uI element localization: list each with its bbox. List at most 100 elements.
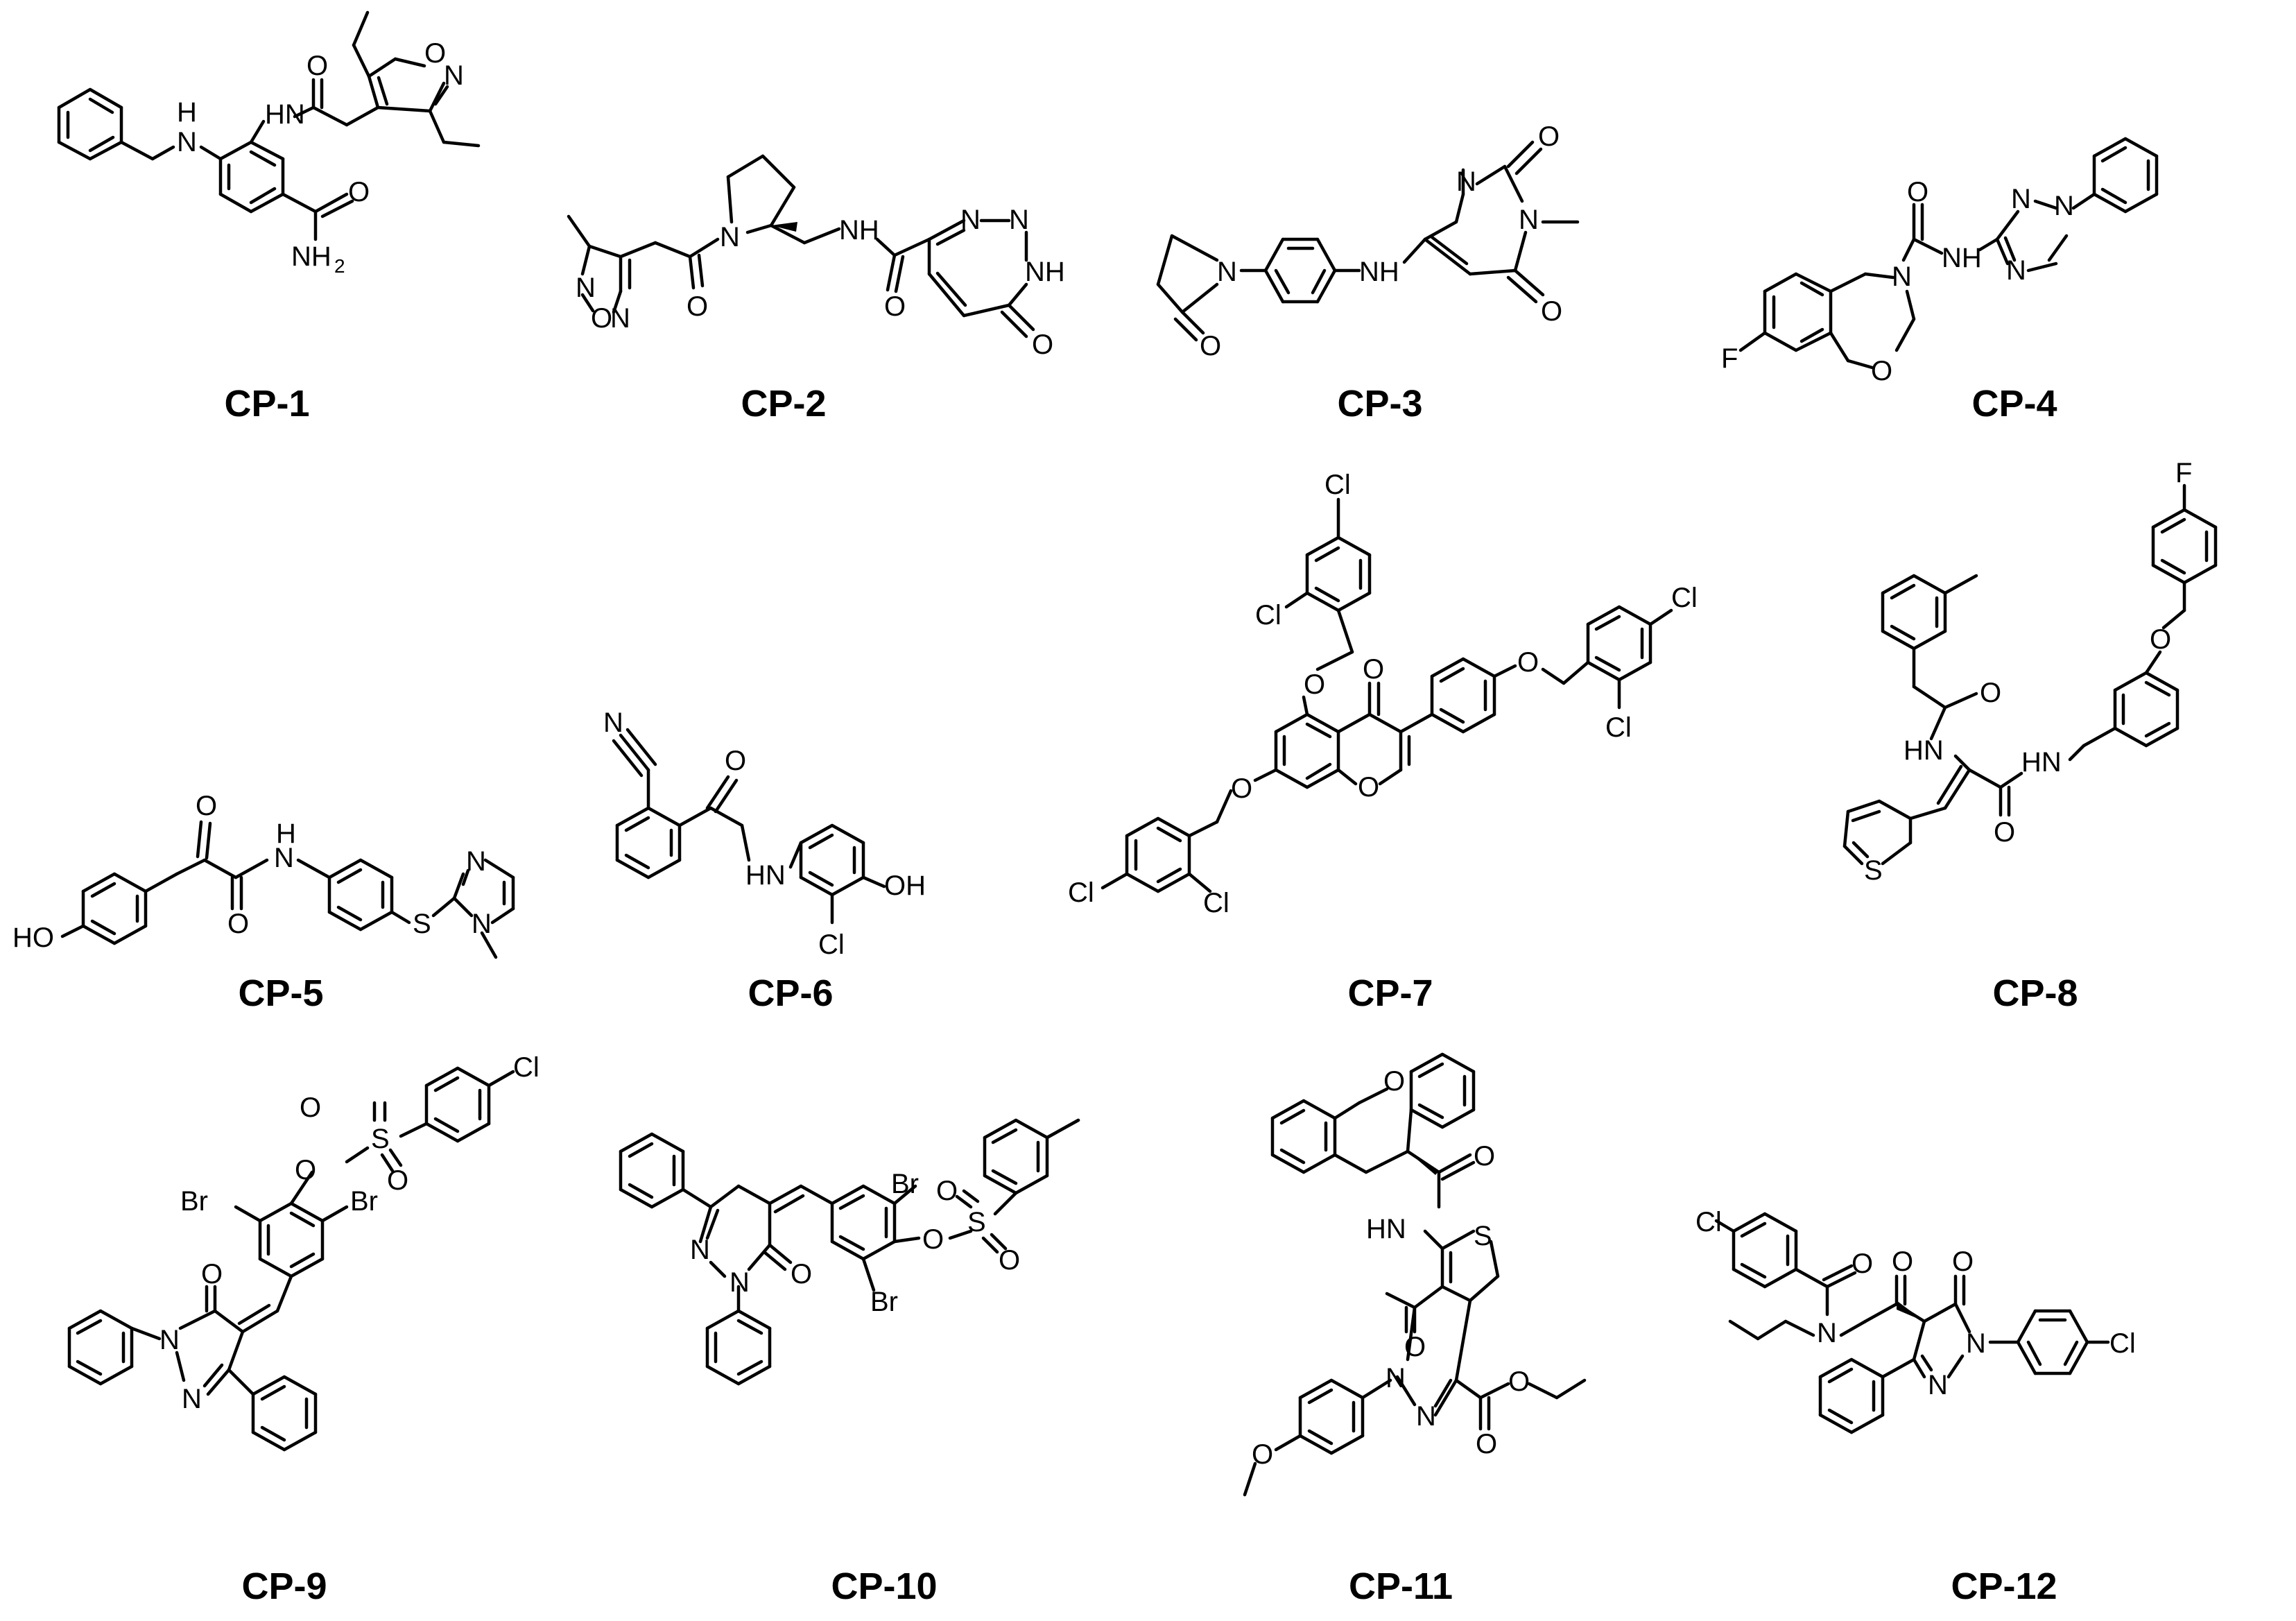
cp-11-bonds bbox=[1243, 1052, 1587, 1497]
atom-label: Cl bbox=[1671, 583, 1698, 613]
atom-label: HN bbox=[265, 99, 305, 130]
atom-label: N bbox=[159, 1325, 180, 1355]
compound-cp-5: O O H N HO S N N CP-5 bbox=[12, 791, 515, 1014]
atom-label: Br bbox=[870, 1287, 898, 1317]
atom-label: O bbox=[922, 1224, 944, 1255]
atom-label: O bbox=[1892, 1246, 1913, 1277]
atom-label: N bbox=[1817, 1318, 1837, 1348]
atom-label: HN bbox=[1904, 735, 1944, 766]
atom-label: O bbox=[227, 909, 249, 939]
atom-label: O bbox=[1252, 1439, 1273, 1470]
atom-label: O bbox=[1383, 1066, 1405, 1097]
atom-label: N bbox=[1928, 1370, 1948, 1400]
atom-label: F bbox=[2175, 458, 2192, 488]
atom-label: O bbox=[1200, 331, 1221, 361]
atom-label: N bbox=[1217, 257, 1237, 287]
cp-7-bonds bbox=[1100, 497, 1673, 893]
compound-cp-9: Cl O S O O Br Br O N N CP-9 bbox=[67, 1052, 540, 1607]
cp-2-bonds bbox=[567, 154, 1035, 338]
atom-label: N bbox=[1456, 166, 1476, 197]
atom-label: N bbox=[603, 707, 623, 738]
compound-label: CP-6 bbox=[748, 972, 833, 1014]
atom-label: O bbox=[936, 1176, 958, 1206]
atom-label: 2 bbox=[334, 255, 345, 277]
atom-label: Cl bbox=[1255, 600, 1281, 631]
atom-label: O bbox=[1871, 356, 1892, 386]
atom-label: Cl bbox=[2109, 1328, 2136, 1359]
cp-5-bonds bbox=[60, 820, 515, 959]
atom-label: O bbox=[348, 177, 370, 207]
cp-4-bonds bbox=[1738, 137, 2159, 370]
cp-4-atom-labels: O N NH N N N F O bbox=[1721, 177, 2074, 386]
atom-label: O bbox=[884, 291, 906, 322]
cp-10-bonds bbox=[619, 1118, 1080, 1386]
compound-label: CP-8 bbox=[1992, 972, 2078, 1014]
atom-label: N bbox=[690, 1235, 710, 1265]
atom-label: O bbox=[1508, 1366, 1530, 1397]
atom-label: N bbox=[2006, 255, 2026, 286]
cp-6-atom-labels: N O HN OH Cl bbox=[603, 707, 926, 960]
compound-label: CP-5 bbox=[238, 972, 323, 1014]
compound-cp-12: Cl O N O O N N Cl CP-12 bbox=[1695, 1207, 2136, 1607]
atom-label: S bbox=[413, 909, 431, 939]
atom-label: O bbox=[1358, 772, 1379, 803]
atom-label: N bbox=[720, 222, 740, 252]
compound-label: CP-11 bbox=[1349, 1566, 1453, 1607]
atom-label: O bbox=[591, 303, 612, 334]
atom-label: N bbox=[1386, 1363, 1406, 1393]
atom-label: HN bbox=[1366, 1214, 1406, 1244]
atom-label: NH bbox=[291, 241, 331, 272]
atom-label: N bbox=[1892, 261, 1912, 292]
atom-label: O bbox=[300, 1092, 321, 1123]
compound-label: CP-4 bbox=[1971, 383, 2057, 424]
atom-label: O bbox=[687, 291, 708, 322]
atom-label: HO bbox=[12, 923, 54, 953]
cp-12-atom-labels: Cl O N O O N N Cl bbox=[1695, 1207, 2136, 1400]
atom-label: N bbox=[1416, 1401, 1436, 1432]
atom-label: O bbox=[1541, 296, 1562, 327]
atom-label: O bbox=[1994, 817, 2015, 848]
atom-label: O bbox=[307, 51, 328, 81]
atom-label: F bbox=[1721, 343, 1738, 374]
atom-label: O bbox=[1952, 1246, 1974, 1277]
atom-label: Br bbox=[350, 1186, 378, 1217]
atom-label: N bbox=[1519, 205, 1539, 235]
atom-label: O bbox=[1517, 647, 1539, 678]
atom-label: N bbox=[2054, 191, 2074, 221]
atom-label: O bbox=[1476, 1429, 1497, 1459]
atom-label: NH bbox=[839, 215, 879, 246]
atom-label: N bbox=[2011, 184, 2031, 214]
compound-label: CP-10 bbox=[831, 1566, 937, 1607]
atom-label: N bbox=[730, 1267, 750, 1298]
atom-label: HN bbox=[745, 860, 786, 891]
atom-label: HN bbox=[2021, 747, 2062, 778]
cp-10-atom-labels: Br O S O O N N O Br bbox=[690, 1169, 1020, 1317]
atom-label: N bbox=[576, 273, 596, 303]
atom-label: N bbox=[610, 303, 630, 334]
atom-label: O bbox=[387, 1165, 408, 1196]
atom-label: N bbox=[1009, 205, 1029, 235]
cp-8-bonds bbox=[1842, 483, 2218, 866]
cp-6-bonds bbox=[612, 728, 886, 925]
compound-cp-2: N O N O N NH O N N NH O CP-2 bbox=[567, 154, 1065, 424]
compound-cp-10: Br O S O O N N O Br CP-10 bbox=[619, 1118, 1080, 1607]
atom-label: H bbox=[276, 818, 296, 849]
atom-label: O bbox=[1474, 1141, 1495, 1172]
atom-label: S bbox=[1474, 1221, 1492, 1251]
atom-label: O bbox=[2150, 624, 2171, 655]
atom-label: N bbox=[466, 846, 486, 877]
atom-label: O bbox=[1404, 1332, 1426, 1362]
atom-label: N bbox=[444, 60, 464, 91]
atom-label: O bbox=[1538, 121, 1560, 152]
atom-label: Cl bbox=[1203, 888, 1229, 918]
cp-1-atom-labels: HN O O N H N O NH 2 bbox=[177, 38, 464, 277]
atom-label: O bbox=[999, 1245, 1020, 1276]
atom-label: N bbox=[472, 909, 492, 939]
cp-12-bonds bbox=[1714, 1212, 2110, 1434]
atom-label: O bbox=[1980, 678, 2001, 708]
compound-cp-11: O O HN S O N N O O O CP-11 bbox=[1243, 1052, 1587, 1607]
atom-label: N bbox=[274, 843, 294, 873]
atom-label: Cl bbox=[513, 1052, 540, 1083]
compound-label: CP-12 bbox=[1951, 1566, 2057, 1607]
